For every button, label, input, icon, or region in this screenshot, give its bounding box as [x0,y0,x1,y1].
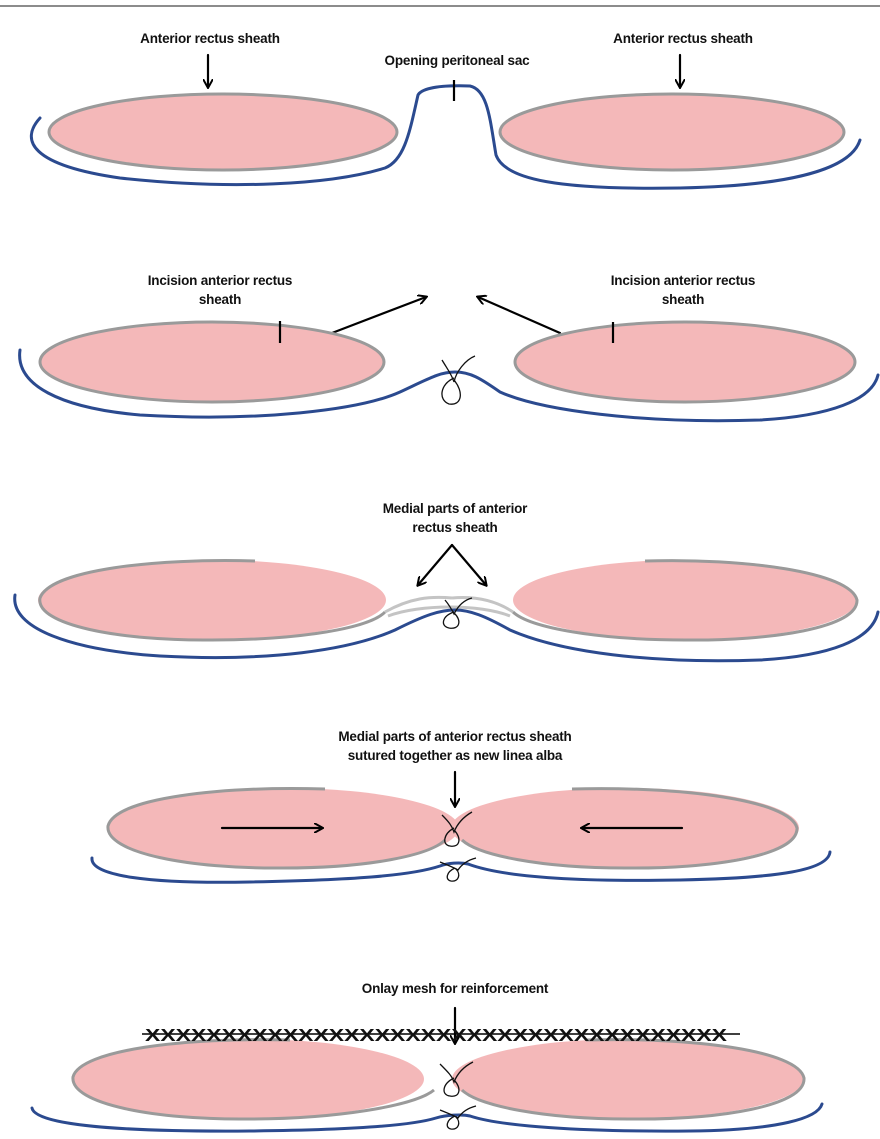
arrow-medial-left [418,545,452,585]
label-sutured-line1: Medial parts of anterior rectus sheath [338,729,571,744]
arrow-retract-left [332,297,426,333]
label-opening-peritoneal-sac: Opening peritoneal sac [385,53,531,68]
label-incision-right-line1: Incision anterior rectus [611,273,756,288]
suture-knot [442,356,475,404]
label-medial-parts-line2: rectus sheath [412,520,497,535]
label-anterior-rectus-sheath-left: Anterior rectus sheath [140,31,280,46]
label-sutured-line2: sutured together as new linea alba [348,748,563,763]
panel-1: Anterior rectus sheath Anterior rectus s… [31,31,860,188]
rectus-muscle-left [40,322,384,402]
panel-5: Onlay mesh for reinforcement XXXXXXXXXXX… [32,981,822,1131]
mesh-crosses: XXXXXXXXXXXXXXXXXXXXXXXXXXXXXXXXXXXXXX [145,1025,728,1045]
panel-4: Medial parts of anterior rectus sheath s… [92,729,830,882]
arrow-retract-right [478,297,560,333]
rectus-muscle-right [500,94,844,170]
label-anterior-rectus-sheath-right: Anterior rectus sheath [613,31,753,46]
label-medial-parts-line1: Medial parts of anterior [383,501,528,516]
label-onlay-mesh: Onlay mesh for reinforcement [362,981,549,996]
label-incision-left-line2: sheath [199,292,241,307]
label-incision-left-line1: Incision anterior rectus [148,273,293,288]
rectus-muscle-left [49,94,397,170]
rectus-muscle-right [515,322,855,402]
panel-3: Medial parts of anterior rectus sheath [15,501,878,661]
suture-knot [443,598,472,628]
arrow-medial-right [452,545,486,585]
label-incision-right-line2: sheath [662,292,704,307]
panel-2: Incision anterior rectus sheath Incision… [20,273,878,421]
